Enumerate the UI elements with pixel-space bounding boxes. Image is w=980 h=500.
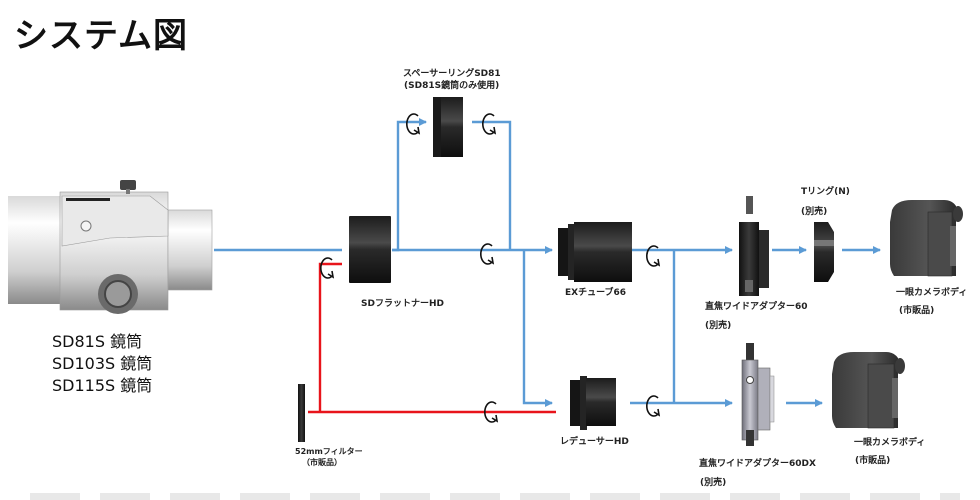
ex-tube-icon — [558, 222, 632, 282]
spacer-ring-icon — [433, 97, 463, 157]
flattener-icon — [349, 216, 391, 283]
camera-body-upper-icon — [890, 200, 963, 277]
telescope-tube-icon — [8, 180, 213, 314]
reducer-label: レデューサーHD — [560, 437, 629, 447]
wide-adapter-60-note: (別売) — [705, 321, 732, 331]
telescope-label-line: SD81S 鏡筒 — [52, 332, 143, 351]
t-ring-icon — [814, 222, 834, 282]
filter-note: （市販品） — [302, 458, 342, 467]
page-title: システム図 — [14, 16, 188, 56]
wide-adapter-60dx-note: (別売) — [700, 478, 727, 488]
camera-upper-label: 一眼カメラボディ — [896, 288, 968, 298]
camera-body-lower-icon — [832, 352, 905, 429]
rotate-icon — [319, 257, 334, 279]
spacer-ring-note: (SD81S鏡筒のみ使用) — [404, 81, 500, 91]
wide-adapter-60dx-icon — [741, 343, 775, 446]
t-ring-label: Tリング(N) — [801, 187, 850, 197]
reducer-icon — [570, 376, 616, 430]
wide-adapter-60dx-label: 直焦ワイドアダプター60DX — [699, 459, 816, 469]
rotate-icon — [405, 113, 420, 135]
ex-tube-label: EXチューブ66 — [565, 288, 627, 298]
filter-icon — [298, 384, 305, 442]
telescope-label-line: SD103S 鏡筒 — [52, 354, 153, 373]
wide-adapter-60-label: 直焦ワイドアダプター60 — [705, 302, 808, 312]
spacer-ring-label: スペーサーリングSD81 — [403, 69, 501, 79]
camera-lower-label: 一眼カメラボディ — [854, 438, 926, 448]
filter-label: 52mmフィルター — [295, 447, 363, 456]
telescope-label-line: SD115S 鏡筒 — [52, 376, 153, 395]
flattener-label: SDフラットナーHD — [361, 299, 444, 309]
rotate-icon — [479, 243, 494, 265]
t-ring-note: (別売) — [801, 207, 828, 217]
rotate-icon — [481, 113, 496, 135]
camera-upper-note: (市販品) — [899, 306, 935, 316]
telescope-label: SD81S 鏡筒 SD103S 鏡筒 SD115S 鏡筒 — [52, 331, 152, 397]
optical-path-blue — [214, 118, 881, 407]
bottom-divider — [30, 493, 960, 500]
optical-path-red — [308, 262, 556, 414]
rotate-icon — [645, 395, 660, 417]
wide-adapter-60-icon — [739, 196, 769, 296]
camera-lower-note: (市販品) — [855, 456, 891, 466]
